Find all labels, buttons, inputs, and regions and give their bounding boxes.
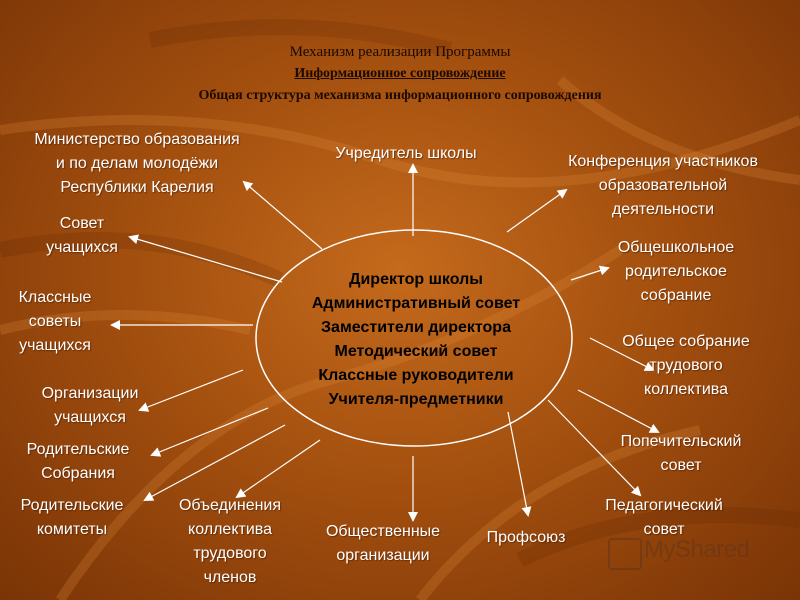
node-founder: Учредитель школы [335, 145, 477, 162]
arrow-student-orgs [138, 369, 244, 412]
node-parent-meeting: Общешкольное родительское собрание [617, 239, 735, 304]
node-union: Профсоюз [486, 529, 566, 546]
section-title: Информационное сопровождение [294, 66, 506, 81]
arrow-parent-meeting [570, 265, 610, 281]
arrow-ministry [242, 180, 323, 250]
arrow-conference [506, 188, 568, 233]
structure-title: Общая структура механизма информационног… [198, 88, 602, 103]
node-student-orgs: Организации учащихся [41, 385, 139, 426]
node-staff-meeting: Общее собрание трудового коллектива [622, 333, 750, 398]
center-line: Классные руководители [318, 367, 514, 384]
arrow-union [507, 411, 532, 517]
node-public-orgs: Общественные организации [325, 523, 441, 564]
node-conference: Конференция участников образовательной д… [568, 153, 758, 218]
node-parent-committees: Родительские комитеты [20, 497, 124, 538]
node-student-council: Совет учащихся [46, 215, 118, 256]
center-line: Директор школы [349, 271, 483, 288]
center-line: Административный совет [311, 295, 521, 312]
node-ministry: Министерство образования и по делам моло… [34, 131, 240, 196]
arrow-trustee-council [577, 389, 660, 433]
arrow-parent-committees [143, 424, 286, 501]
node-staff-associations: Объединения коллектива трудового членов [178, 497, 282, 586]
center-block: Директор школы Административный совет За… [286, 268, 546, 412]
center-line: Учителя-предметники [328, 391, 504, 408]
node-class-councils: Классные советы учащихся [18, 289, 92, 354]
center-line: Заместители директора [321, 319, 511, 336]
arrow-staff-meeting [589, 337, 655, 371]
arrow-pedagogical-council [547, 399, 642, 497]
watermark-icon [608, 538, 642, 570]
arrow-student-council [128, 234, 283, 283]
node-pedagogical-council: Педагогический совет [605, 497, 723, 538]
arrow-staff-associations [235, 439, 321, 499]
center-ellipse [255, 229, 573, 447]
node-trustee-council: Попечительский совет [620, 433, 742, 474]
program-title: Механизм реализации Программы [289, 44, 511, 60]
center-line: Методический совет [334, 343, 498, 360]
watermark-text: MyShared [644, 536, 750, 563]
arrow-parent-meetings [150, 407, 269, 457]
node-parent-meetings: Родительские Собрания [26, 441, 130, 482]
